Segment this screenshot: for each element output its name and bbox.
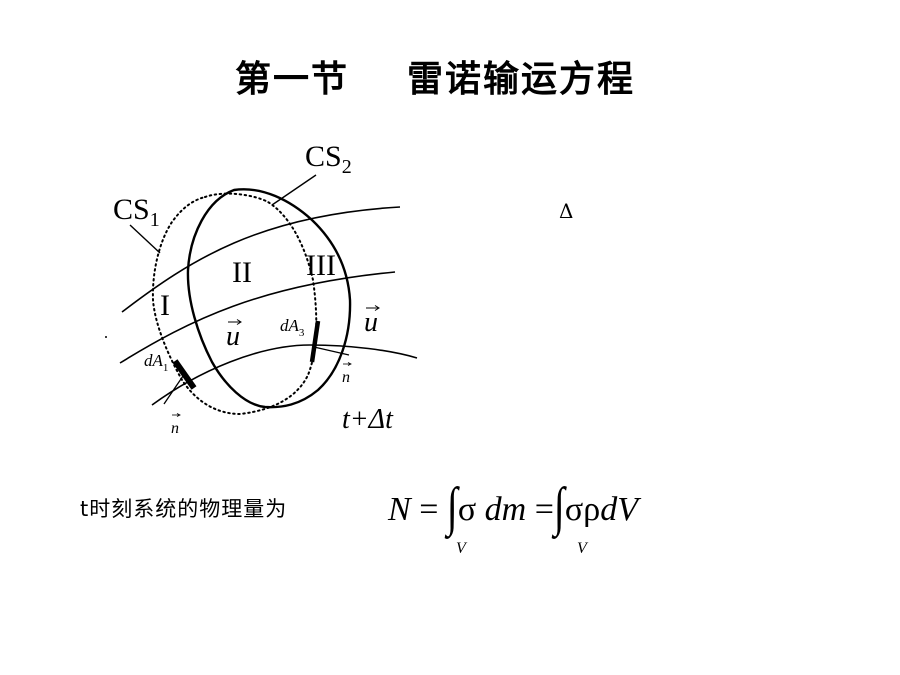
- area-element-dA1: [172, 359, 197, 390]
- normal-right: n: [342, 362, 352, 386]
- page-title: 第一节 雷诺输运方程: [0, 50, 870, 102]
- formula-equals-2: =: [534, 491, 554, 528]
- stray-dot: [105, 336, 107, 338]
- time-label: t+Δt: [342, 404, 394, 435]
- velocity-right-label: u: [364, 307, 378, 338]
- control-surface-cs2: [186, 188, 352, 409]
- title-section-name: 雷诺输运方程: [407, 58, 636, 100]
- dA3-label: dA: [280, 316, 300, 335]
- integral-subscript-2: V: [577, 540, 587, 557]
- region-label-2: II: [232, 256, 252, 289]
- dA1-label: dA: [144, 351, 164, 370]
- title-section-number: 第一节: [234, 58, 349, 100]
- streamline-3: [151, 344, 418, 406]
- normal-vector-left: [163, 375, 184, 405]
- formula-dm: dm: [484, 491, 527, 528]
- formula-N: N: [388, 491, 411, 528]
- area-element-dA3: [309, 320, 321, 363]
- cs1-subscript: 1: [150, 209, 160, 231]
- formula-sigma-1: σ: [457, 491, 477, 528]
- cs1-leader-line: [129, 224, 161, 254]
- integral-sign-2: ∫: [553, 476, 565, 537]
- formula-dV: dV: [600, 491, 638, 528]
- region-label-1: I: [160, 289, 170, 322]
- velocity-left-label: u: [226, 321, 240, 352]
- cs2-subscript: 2: [342, 156, 352, 178]
- control-surface-cs1: [151, 192, 318, 416]
- svg-text:CS2: CS2: [305, 140, 352, 178]
- velocity-left: u: [226, 319, 242, 352]
- delta-symbol: Δ: [559, 199, 574, 223]
- formula-body: N = ∫σ dm =∫σρdV: [388, 476, 638, 537]
- dA3-subscript: 3: [299, 327, 305, 339]
- formula-sigma-rho: σρ: [564, 491, 601, 528]
- cs2-leader-line: [271, 174, 317, 206]
- normal-left-label: n: [171, 420, 179, 437]
- cs1-label: CS: [113, 193, 150, 226]
- integral-subscript-1: V: [456, 540, 466, 557]
- streamline-1: [121, 206, 401, 313]
- caption-text: t时刻系统的物理量为: [80, 497, 288, 521]
- region-label-3: III: [306, 249, 336, 282]
- svg-text:dA3: dA3: [280, 316, 305, 339]
- formula-equals-1: =: [419, 491, 439, 528]
- integral-sign-1: ∫: [446, 476, 458, 537]
- svg-text:CS1: CS1: [113, 193, 160, 231]
- cs2-label: CS: [305, 140, 342, 173]
- svg-text:dA1: dA1: [144, 351, 168, 374]
- velocity-right: u: [364, 305, 380, 338]
- normal-left: n: [171, 413, 181, 437]
- dA1-subscript: 1: [163, 362, 169, 374]
- normal-vector-right: [313, 346, 350, 356]
- normal-right-label: n: [342, 369, 350, 386]
